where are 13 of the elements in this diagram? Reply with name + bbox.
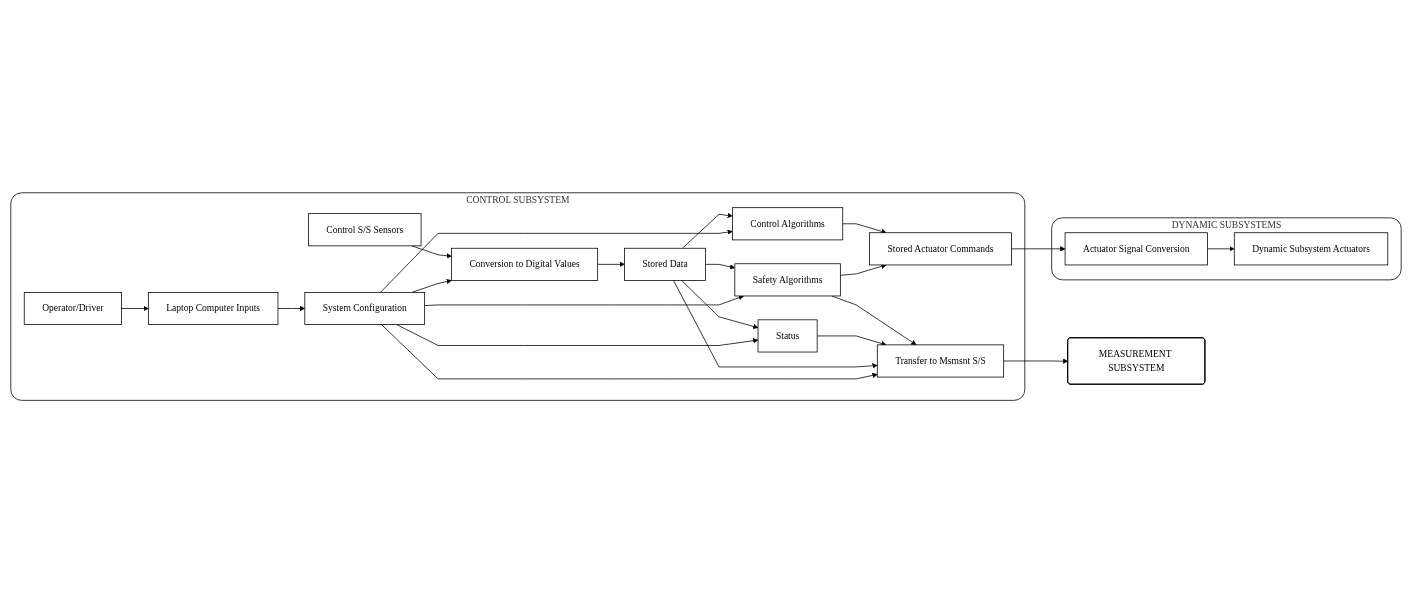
node-box: Operator/Driver bbox=[23, 292, 122, 326]
node-box: System Configuration bbox=[303, 292, 425, 326]
node-box: Laptop Computer Inputs bbox=[147, 292, 278, 326]
node-box: Transfer to Msmsnt S/S bbox=[876, 344, 1004, 378]
node-box: Dynamic Subsystem Actuators bbox=[1233, 232, 1388, 266]
node-box: Control S/S Sensors bbox=[307, 213, 421, 247]
node-box: Safety Algorithms bbox=[733, 263, 841, 297]
node-box: Stored Actuator Commands bbox=[868, 232, 1012, 266]
node-box: Stored Data bbox=[623, 248, 706, 282]
node-box: Control Algorithms bbox=[731, 207, 843, 241]
node-box: Conversion to Digital Values bbox=[450, 248, 598, 282]
node-box: Status bbox=[757, 319, 818, 353]
node-box: Actuator Signal Conversion bbox=[1064, 232, 1208, 266]
